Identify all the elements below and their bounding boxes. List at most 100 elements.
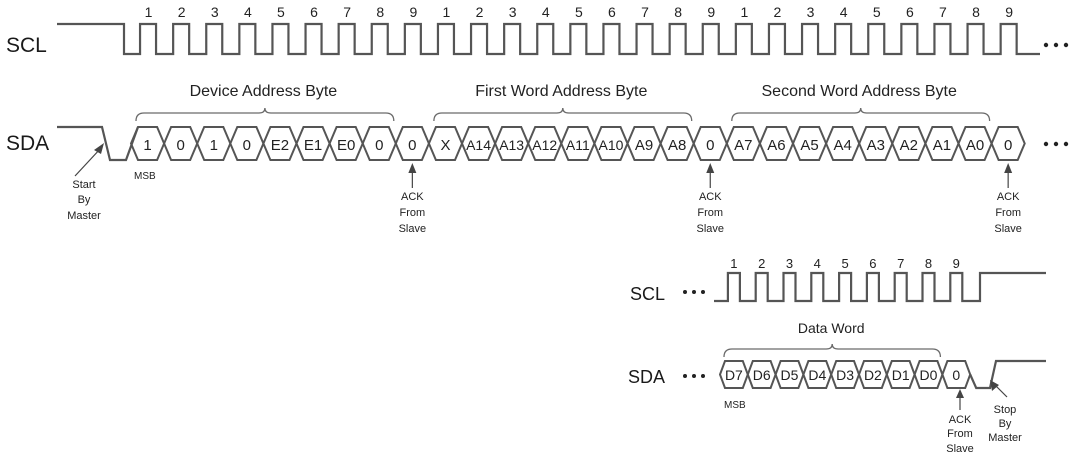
ack-note: ACK xyxy=(401,191,424,203)
bit-label: 1 xyxy=(210,137,218,154)
bottom-clock-number: 7 xyxy=(897,256,904,271)
bottom-ack-note-line2: From xyxy=(947,428,973,440)
ack-bit-label: 0 xyxy=(706,137,714,154)
ack-note: ACK xyxy=(997,191,1020,203)
scl-continuation-dots xyxy=(1043,42,1069,48)
ack-note: Slave xyxy=(994,223,1022,235)
bottom-bit-label: D6 xyxy=(753,367,771,383)
bottom-ack-note-line1: ACK xyxy=(949,414,972,426)
bit-label: X xyxy=(440,137,450,154)
bottom-scl-leading-dots xyxy=(683,290,705,294)
stop-annotation: Stop By Master xyxy=(988,380,1022,444)
bit-label: A12 xyxy=(532,137,557,153)
clock-number: 5 xyxy=(277,4,285,20)
clock-number: 7 xyxy=(641,4,649,20)
group-brace xyxy=(433,107,693,122)
clock-number: 9 xyxy=(1005,4,1013,20)
stop-note-line2: By xyxy=(999,418,1012,430)
bottom-clock-number: 2 xyxy=(758,256,765,271)
clock-number: 4 xyxy=(840,4,848,20)
group-brace xyxy=(731,107,991,122)
clock-number: 5 xyxy=(873,4,881,20)
start-arrow-line xyxy=(74,147,102,177)
ack-note: Slave xyxy=(399,223,427,235)
bit-label: A7 xyxy=(734,137,752,154)
bit-label: A3 xyxy=(867,137,885,154)
bit-label: 1 xyxy=(143,137,151,154)
ack-note: Slave xyxy=(696,223,724,235)
clock-number: 6 xyxy=(608,4,616,20)
ack-note: From xyxy=(995,207,1021,219)
clock-number: 2 xyxy=(476,4,484,20)
ack-bit-label: 0 xyxy=(408,137,416,154)
sda-start-waveform xyxy=(57,125,140,162)
bit-label: A10 xyxy=(598,137,623,153)
bottom-ack-arrowhead-icon xyxy=(956,389,964,398)
group-label: Second Word Address Byte xyxy=(762,83,957,100)
clock-number: 8 xyxy=(972,4,980,20)
data-word-group: Data Word xyxy=(723,320,942,358)
bottom-sda-leading-dots xyxy=(683,374,705,378)
bottom-clock-number: 1 xyxy=(730,256,737,271)
bottom-clock-number: 9 xyxy=(953,256,960,271)
clock-number: 6 xyxy=(310,4,318,20)
clock-number: 4 xyxy=(244,4,252,20)
clock-number: 2 xyxy=(774,4,782,20)
clock-number: 2 xyxy=(178,4,186,20)
bottom-bit-label: D5 xyxy=(781,367,799,383)
clock-number: 3 xyxy=(211,4,219,20)
bottom-clock-number: 3 xyxy=(786,256,793,271)
bit-label: 0 xyxy=(375,137,383,154)
clock-number: 3 xyxy=(509,4,517,20)
bit-label: 0 xyxy=(243,137,251,154)
bottom-bit-label: D4 xyxy=(808,367,826,383)
clock-number: 4 xyxy=(542,4,550,20)
sda-label: SDA xyxy=(6,132,49,155)
bit-label: A4 xyxy=(833,137,851,154)
ack-note: From xyxy=(400,207,426,219)
clock-number: 8 xyxy=(376,4,384,20)
bottom-clock-number: 8 xyxy=(925,256,932,271)
start-arrowhead-icon xyxy=(94,143,104,154)
ack-note: From xyxy=(697,207,723,219)
bottom-msb-label: MSB xyxy=(724,400,746,411)
stop-note-line3: Master xyxy=(988,432,1022,444)
stop-note-line1: Stop xyxy=(994,404,1017,416)
clock-number: 7 xyxy=(343,4,351,20)
bit-label: E1 xyxy=(304,137,322,154)
bit-label: A0 xyxy=(966,137,984,154)
bottom-bit-label: D3 xyxy=(836,367,854,383)
clock-number: 6 xyxy=(906,4,914,20)
clock-number: 5 xyxy=(575,4,583,20)
group-label: First Word Address Byte xyxy=(475,83,647,100)
ack-note: ACK xyxy=(699,191,722,203)
bit-label: E0 xyxy=(337,137,355,154)
bit-label: A11 xyxy=(566,137,590,153)
bit-label: A5 xyxy=(800,137,818,154)
scl-label: SCL xyxy=(6,34,47,57)
clock-number: 3 xyxy=(807,4,815,20)
start-annotation: Start By Master xyxy=(67,143,104,222)
bit-label: A9 xyxy=(635,137,653,154)
bottom-clock-number: 5 xyxy=(841,256,848,271)
bottom-scl-waveform xyxy=(714,271,1046,303)
bit-label: A6 xyxy=(767,137,785,154)
bottom-bit-label: D7 xyxy=(725,367,743,383)
bottom-bit-label: D0 xyxy=(920,367,938,383)
data-word-brace xyxy=(723,343,942,358)
bottom-clock-number: 4 xyxy=(814,256,821,271)
ack-arrowhead-icon xyxy=(408,163,417,173)
scl-waveform xyxy=(57,22,1040,56)
ack-arrowhead-icon xyxy=(1004,163,1013,173)
clock-number: 7 xyxy=(939,4,947,20)
bit-label: A13 xyxy=(499,137,524,153)
ack-cell xyxy=(990,126,1026,161)
clock-number: 8 xyxy=(674,4,682,20)
bottom-ack-bit-label: 0 xyxy=(952,367,960,383)
bit-label: 0 xyxy=(176,137,184,154)
